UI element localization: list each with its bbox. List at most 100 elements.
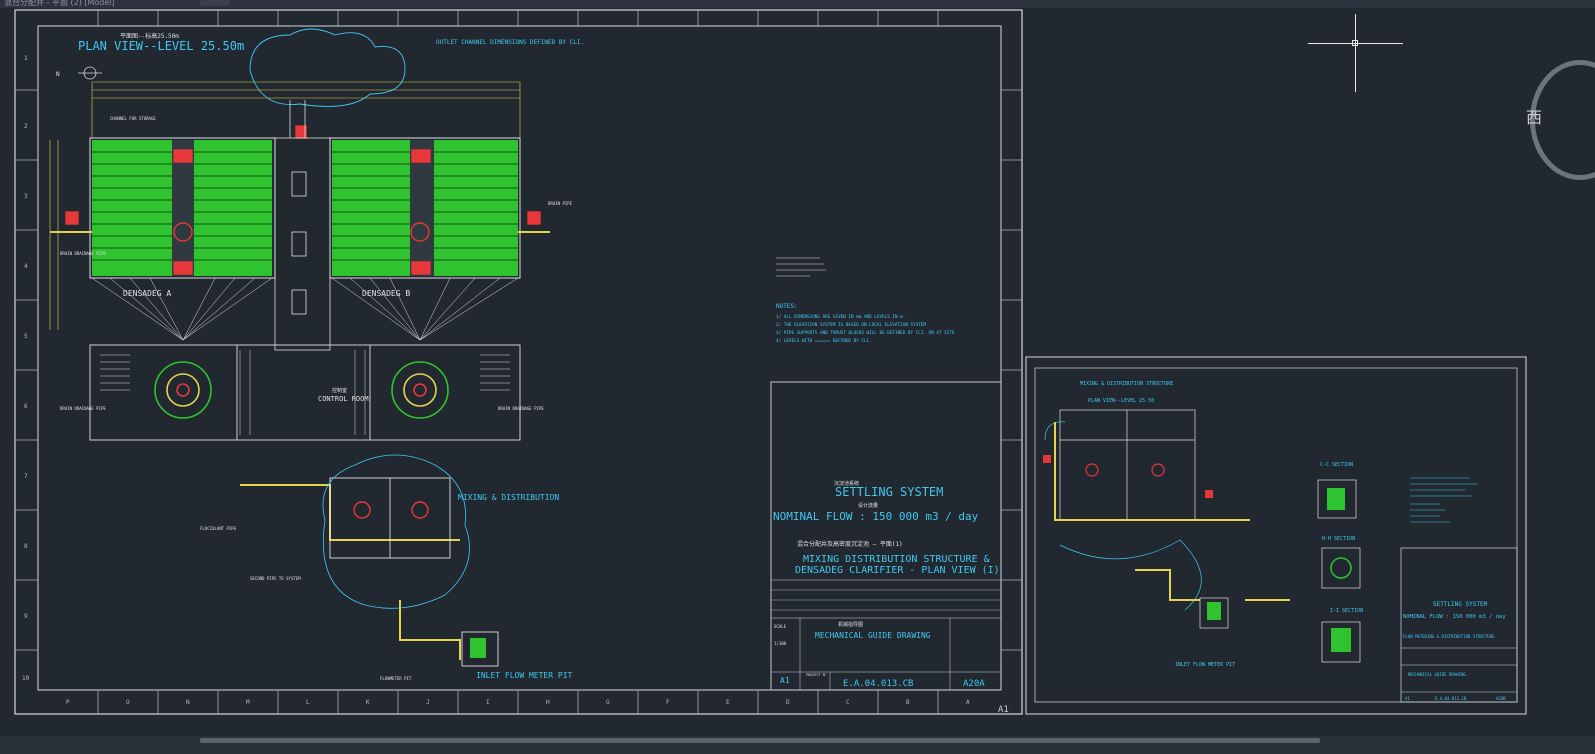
title-block: 沉淀池系统 SETTLING SYSTEM 设计流量 NOMINAL FLOW … xyxy=(770,381,1002,691)
border-letter: F xyxy=(666,699,670,706)
title-system: SETTLING SYSTEM xyxy=(835,485,943,499)
border-ticks xyxy=(15,10,1022,714)
border-letter: E xyxy=(726,699,730,706)
title-number: E.A.04.013.CB xyxy=(843,679,913,689)
svg-text:DRAIN DRAINAGE PIPE: DRAIN DRAINAGE PIPE xyxy=(498,406,544,411)
small-title-block: SETTLING SYSTEM NOMINAL FLOW : 150 000 m… xyxy=(1400,547,1518,703)
outlet-channel-cloud xyxy=(249,28,406,107)
small-plan xyxy=(1059,409,1196,521)
section-ii-label: I-I SECTION xyxy=(1330,608,1363,614)
densadeg-b-label: DENSADEG B xyxy=(362,289,410,298)
border-letter: C xyxy=(846,699,850,706)
dimension-lines-top xyxy=(49,81,521,330)
border-number: 6 xyxy=(24,403,28,410)
border-letter: B xyxy=(906,699,910,706)
svg-text:FLOCCULANT PIPE: FLOCCULANT PIPE xyxy=(200,526,237,531)
section-hh-label: H-H SECTION xyxy=(1322,536,1355,542)
small-inlet-pit xyxy=(1199,597,1229,629)
small-title-flow: NOMINAL FLOW : 150 000 m3 / day xyxy=(1403,614,1506,620)
small-title-drawing: FLOW METERING & DISTRIBUTION STRUCTURE xyxy=(1403,634,1495,639)
small-title-revision: A20B xyxy=(1496,696,1506,701)
inlet-flow-meter-label: INLET FLOW METER PIT xyxy=(476,671,573,680)
control-room-label: CONTROL ROOM xyxy=(318,395,369,403)
mixing-distribution-label: MIXING & DISTRIBUTION xyxy=(458,493,559,502)
main-sheet-outer-frame xyxy=(14,9,1023,715)
section-cc xyxy=(1317,479,1357,519)
border-number: 3 xyxy=(24,193,28,200)
section-ii xyxy=(1321,621,1361,663)
plan-view-label: PLAN VIEW--LEVEL 25.50m xyxy=(78,39,244,53)
border-letter: K xyxy=(366,699,370,706)
notes-heading: NOTES: xyxy=(776,303,798,310)
sheet-corner-label: A1 xyxy=(998,705,1009,715)
border-number: 9 xyxy=(24,613,28,620)
title-scale-label: SCALE xyxy=(774,624,787,629)
plan-view-label-cn: 平面图--标高25.50m xyxy=(120,32,179,40)
stairs-hatch xyxy=(100,350,510,435)
note-item: 1/ ALL DIMENSIONS ARE GIVEN IN mm AND LE… xyxy=(776,314,905,320)
mixers xyxy=(353,501,429,519)
border-letter: O xyxy=(126,699,130,706)
border-letter: M xyxy=(246,699,250,706)
title-flow-cn: 设计流量 xyxy=(858,502,878,509)
title-system-cn: 沉淀池系统 xyxy=(834,480,859,487)
central-channel xyxy=(274,100,331,351)
small-title-size: A1 xyxy=(1405,696,1410,701)
small-yellow-pipework xyxy=(1054,422,1290,601)
small-mixing-label: MIXING & DISTRIBUTION STRUCTURE xyxy=(1080,381,1173,387)
svg-text:DRAIN DRAINAGE PIPE: DRAIN DRAINAGE PIPE xyxy=(60,406,106,411)
main-sheet: P O N M L K J I H G F E D C B A 1 2 3 4 … xyxy=(14,9,1023,715)
horizontal-scrollbar[interactable] xyxy=(0,736,1595,754)
tab-stub[interactable] xyxy=(200,0,230,6)
viewcube-label[interactable]: 西 xyxy=(1526,108,1543,127)
crosshair-cursor-pickbox xyxy=(1352,40,1358,46)
svg-text:FLOWMETER PIT: FLOWMETER PIT xyxy=(380,676,412,681)
notes-block: NOTES: 1/ ALL DIMENSIONS ARE GIVEN IN mm… xyxy=(776,257,955,344)
svg-text:CHANNEL FOR STORAGE: CHANNEL FOR STORAGE xyxy=(110,116,156,121)
border-letter: G xyxy=(606,699,610,706)
title-drawing-line1: MIXING DISTRIBUTION STRUCTURE & xyxy=(803,554,990,565)
main-sheet-inner-frame xyxy=(37,25,1002,691)
border-number: 4 xyxy=(24,263,28,270)
border-letter: L xyxy=(306,699,310,706)
crosshair-cursor-v xyxy=(1355,14,1356,92)
section-hh xyxy=(1321,547,1361,589)
border-letter: N xyxy=(186,699,190,706)
border-letters: P O N M L K J I H G F E D C B A 1 2 3 4 … xyxy=(22,55,970,706)
densadeg-a-label: DENSADEG A xyxy=(123,289,171,298)
small-title-number: E.A.04.013.CB xyxy=(1435,696,1467,701)
reactor-tanks xyxy=(89,344,521,441)
mixing-distribution-structure xyxy=(329,477,451,559)
outlet-note: OUTLET CHANNEL DIMENSIONS DEFINED BY CLI… xyxy=(436,39,584,46)
north-arrow-icon: N xyxy=(56,66,102,80)
small-annotations: CHANNEL FOR STORAGE DRAIN DRAINAGE PIPE … xyxy=(60,116,573,681)
secondary-sheet: MIXING & DISTRIBUTION STRUCTURE PLAN VIE… xyxy=(1025,356,1527,715)
border-letter: H xyxy=(546,699,550,706)
svg-text:SECOND PIPE TO SYSTEM: SECOND PIPE TO SYSTEM xyxy=(250,576,301,581)
small-mixers xyxy=(1043,455,1213,498)
small-title-system: SETTLING SYSTEM xyxy=(1433,601,1488,608)
border-number: 5 xyxy=(24,333,28,340)
border-letter: P xyxy=(66,699,70,706)
border-letter: I xyxy=(486,699,490,706)
lamella-packs xyxy=(92,151,518,261)
note-item: 2/ THE ELEVATION SYSTEM IS BASED ON LOCA… xyxy=(776,322,926,328)
title-guide: MECHANICAL GUIDE DRAWING xyxy=(815,631,931,640)
border-number: 8 xyxy=(24,543,28,550)
title-scale: 1/100 xyxy=(774,641,787,646)
small-notes xyxy=(1410,477,1478,523)
border-number: 1 xyxy=(24,55,28,62)
border-number: 10 xyxy=(22,675,30,682)
scrollbar-thumb[interactable] xyxy=(200,738,1320,743)
border-letter: A xyxy=(966,699,970,706)
border-number: 2 xyxy=(24,123,28,130)
note-item: 4/ LEVELS WITH ====== DEFINED BY CLI. xyxy=(776,338,872,344)
svg-text:DRAIN PIPE: DRAIN PIPE xyxy=(548,201,573,206)
svg-text:DRAIN DRAINAGE PIPE: DRAIN DRAINAGE PIPE xyxy=(60,251,106,256)
small-plan-label: PLAN VIEW--LEVEL 25.50 xyxy=(1088,398,1154,404)
mixing-cloud xyxy=(322,454,470,609)
control-room-label-cn: 控制室 xyxy=(332,387,347,394)
title-guide-cn: 机械指导图 xyxy=(838,621,863,628)
title-revision: A20A xyxy=(963,679,985,689)
